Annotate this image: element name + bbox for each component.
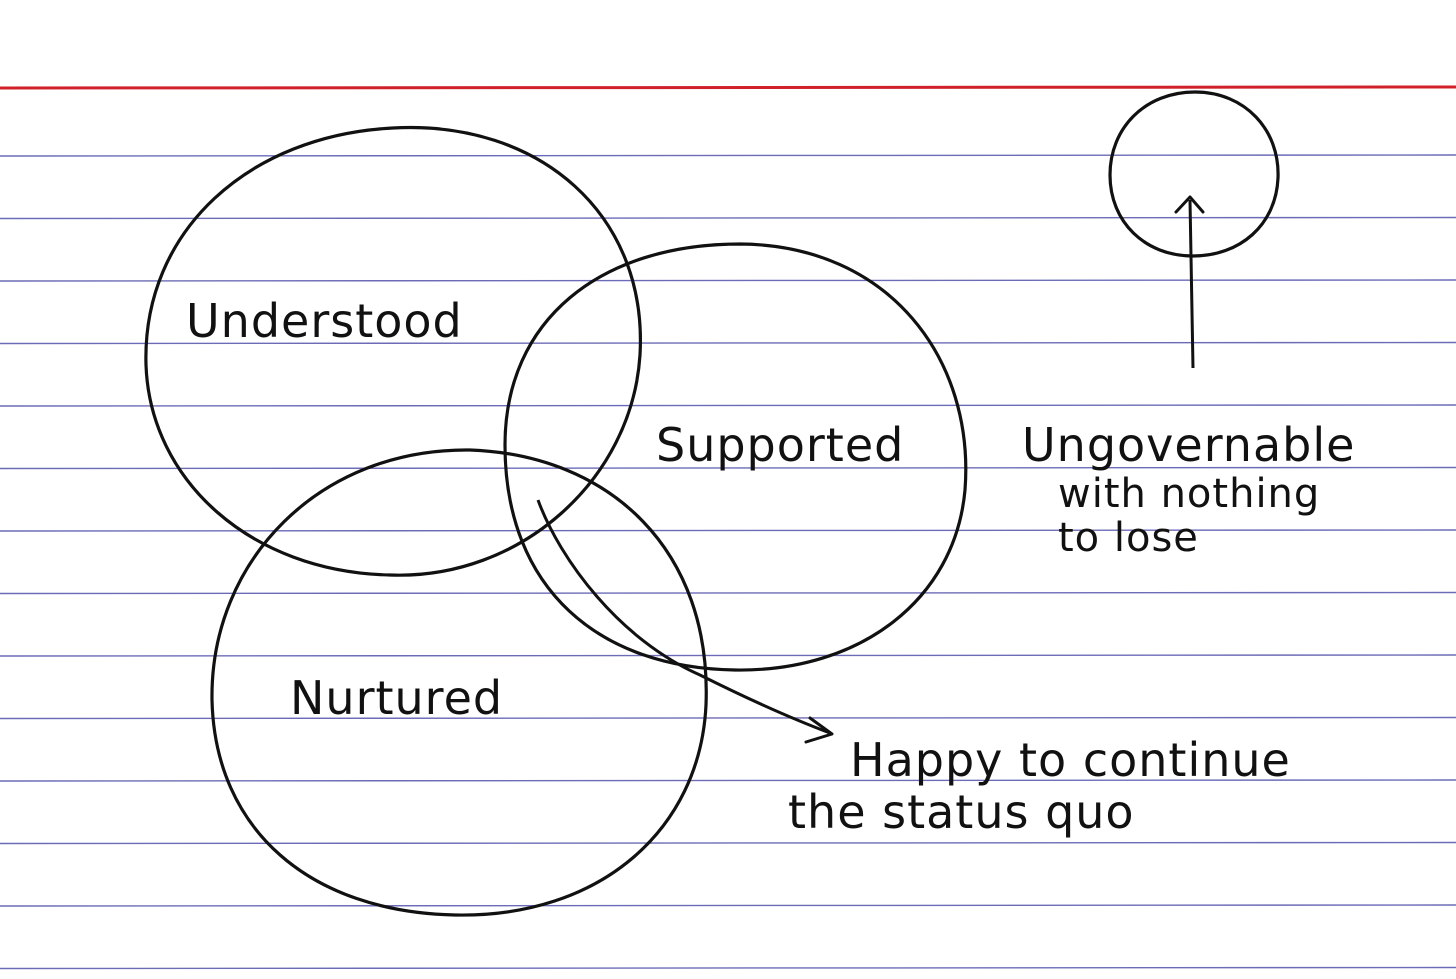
- circle-nurtured: [210, 448, 708, 917]
- label-supported: Supported: [656, 418, 905, 472]
- header-rule: [0, 85, 1456, 90]
- outsider-annotation: Ungovernable with nothing to lose: [1022, 418, 1356, 562]
- ruled-line: [0, 716, 1456, 720]
- ruled-line: [0, 966, 1456, 970]
- outcome-line-1: Happy to continue: [850, 733, 1291, 787]
- ruled-line: [0, 341, 1456, 345]
- ruled-line: [0, 466, 1456, 470]
- ruled-line: [0, 216, 1456, 220]
- circle-supported: [503, 242, 968, 672]
- ruled-line: [0, 154, 1456, 157]
- ruled-line: [0, 404, 1456, 407]
- outsider-arrowhead-icon: [1174, 195, 1205, 214]
- ruled-lines: [0, 154, 1456, 970]
- outsider-arrow: [1188, 199, 1195, 369]
- label-nurtured: Nurtured: [290, 671, 504, 725]
- ruled-line: [0, 654, 1456, 657]
- outsider-line-1: Ungovernable: [1022, 418, 1356, 472]
- outcome-arrowhead-icon: [804, 716, 834, 744]
- outsider-line-3: to lose: [1058, 515, 1199, 562]
- label-understood: Understood: [186, 294, 463, 348]
- ruled-line: [0, 904, 1456, 907]
- ruled-line: [0, 779, 1456, 782]
- outcome-arrow: [536, 499, 831, 735]
- ruled-line: [0, 279, 1456, 282]
- outcome-line-2: the status quo: [788, 784, 1135, 839]
- outsider-line-2: with nothing: [1058, 470, 1321, 517]
- ruled-line: [0, 841, 1456, 845]
- circle-understood: [144, 125, 642, 577]
- outcome-annotation: Happy to continue the status quo: [788, 733, 1291, 839]
- circle-ungovernable: [1108, 90, 1280, 258]
- ruled-line: [0, 591, 1456, 595]
